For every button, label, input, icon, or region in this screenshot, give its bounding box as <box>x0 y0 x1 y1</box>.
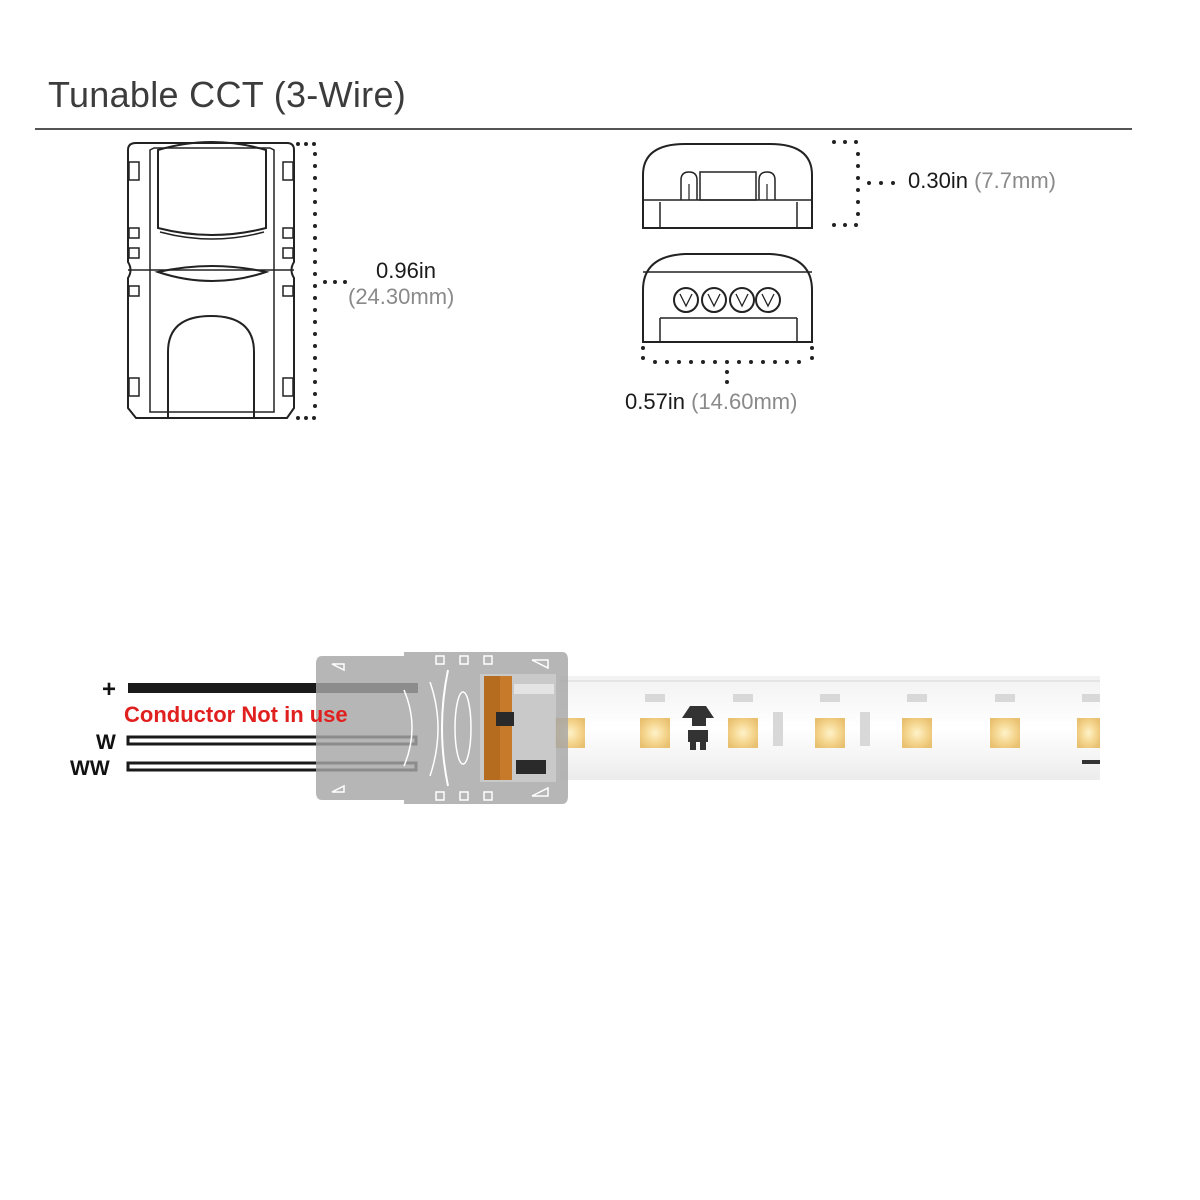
strip-marking <box>682 706 1100 764</box>
led-chip <box>555 718 1100 748</box>
length-dimension-line <box>296 142 347 420</box>
length-imperial: 0.96in <box>376 258 436 283</box>
wire-label-positive: + <box>102 676 117 703</box>
height-imperial: 0.30in <box>908 168 968 193</box>
width-dimension-line <box>641 346 814 384</box>
connector-front-view <box>642 253 813 343</box>
width-dimension: 0.57in (14.60mm) <box>625 389 797 415</box>
title-divider <box>35 128 1132 130</box>
length-metric: (24.30mm) <box>348 284 455 309</box>
width-metric: (14.60mm) <box>691 389 798 414</box>
height-dimension-line <box>832 140 895 227</box>
conductor-not-in-use-note: Conduсtor Not in use <box>124 702 348 727</box>
wire-positive <box>128 683 418 693</box>
connector-side-view <box>642 143 813 229</box>
length-dimension: 0.96in (24.30mm) <box>348 258 454 310</box>
width-imperial: 0.57in <box>625 389 685 414</box>
height-metric: (7.7mm) <box>974 168 1056 193</box>
wire-label-w: W <box>96 731 116 754</box>
wire-label-ww: WW <box>70 757 110 780</box>
connector-top-view <box>127 141 295 419</box>
led-strip <box>555 676 1100 780</box>
connector-photo <box>316 652 568 804</box>
height-dimension: 0.30in (7.7mm) <box>908 168 1056 194</box>
page-title: Tunable CCT (3-Wire) <box>48 74 407 115</box>
